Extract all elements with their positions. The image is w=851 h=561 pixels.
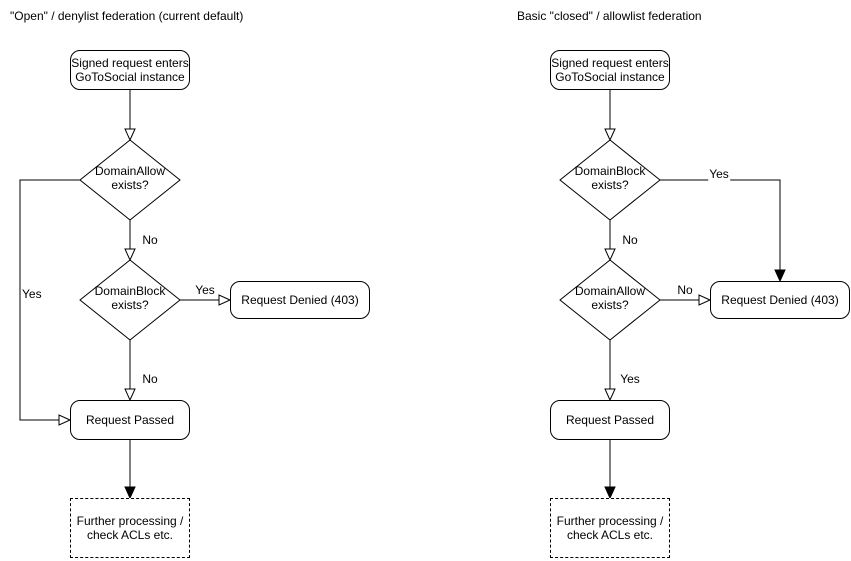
arrowhead-open-icon xyxy=(698,294,712,306)
arrowhead-open-icon xyxy=(124,388,136,402)
right-passed-node: Request Passed xyxy=(550,400,670,440)
right-start-node-line2: GoToSocial instance xyxy=(555,70,665,84)
arrowhead-open-icon xyxy=(604,388,616,402)
left-chart-title: "Open" / denylist federation (current de… xyxy=(10,9,244,23)
arrowhead-filled-icon xyxy=(124,486,136,500)
right-further-node-line2: check ACLs etc. xyxy=(566,528,654,542)
right-passed-node-label: Request Passed xyxy=(565,413,655,427)
arrowhead-open-icon xyxy=(604,128,616,142)
left-passed-node: Request Passed xyxy=(70,400,190,440)
right-decision1-diamond xyxy=(559,139,661,221)
right-start-node: Signed request enters GoToSocial instanc… xyxy=(550,50,670,90)
right-edge-label-decision1-yes: Yes xyxy=(708,167,730,181)
left-decision2-diamond xyxy=(79,259,181,341)
right-further-node: Further processing / check ACLs etc. xyxy=(550,498,670,558)
right-denied-node-label: Request Denied (403) xyxy=(721,293,839,307)
right-edge-decision2-no-to-denied xyxy=(660,294,712,306)
left-edge-label-decision1-yes: Yes xyxy=(21,287,43,301)
right-further-node-line1: Further processing / xyxy=(556,514,664,528)
left-further-node-line2: check ACLs etc. xyxy=(86,528,174,542)
left-denied-node-label: Request Denied (403) xyxy=(241,293,359,307)
right-edge-label-decision2-no: No xyxy=(676,283,694,297)
right-edge-label-decision2-yes: Yes xyxy=(619,372,641,386)
left-edge-passed-to-further xyxy=(124,440,136,500)
left-further-node-line1: Further processing / xyxy=(76,514,184,528)
left-edge-decision1-to-decision2 xyxy=(124,220,136,262)
left-edge-start-to-decision1 xyxy=(124,90,136,142)
left-start-node: Signed request enters GoToSocial instanc… xyxy=(70,50,190,90)
left-start-node-line2: GoToSocial instance xyxy=(75,70,185,84)
left-passed-node-label: Request Passed xyxy=(85,413,175,427)
arrowhead-open-icon xyxy=(604,248,616,262)
right-edge-start-to-decision1 xyxy=(604,90,616,142)
right-edge-decision1-yes-to-denied xyxy=(660,179,786,283)
left-edge-label-decision1-no: No xyxy=(141,233,159,247)
left-denied-node: Request Denied (403) xyxy=(230,281,370,319)
left-start-node-line1: Signed request enters xyxy=(71,56,189,70)
right-denied-node: Request Denied (403) xyxy=(710,281,850,319)
right-decision2-diamond xyxy=(559,259,661,341)
right-chart-title: Basic "closed" / allowlist federation xyxy=(517,9,702,23)
right-start-node-line1: Signed request enters xyxy=(551,56,669,70)
left-decision1-diamond xyxy=(79,139,181,221)
arrowhead-filled-icon xyxy=(774,269,786,283)
left-edge-label-decision2-no: No xyxy=(141,372,159,386)
left-edge-decision2-no-to-passed xyxy=(124,340,136,402)
left-edge-decision2-yes-to-denied xyxy=(180,294,232,306)
left-further-node: Further processing / check ACLs etc. xyxy=(70,498,190,558)
arrowhead-open-icon xyxy=(124,128,136,142)
left-edge-label-decision2-yes: Yes xyxy=(194,283,216,297)
right-edge-passed-to-further xyxy=(604,440,616,500)
arrowhead-open-icon xyxy=(124,248,136,262)
left-edge-decision1-yes-to-passed xyxy=(19,179,80,426)
right-edge-decision2-yes-to-passed xyxy=(604,340,616,402)
arrowhead-filled-icon xyxy=(604,486,616,500)
arrowhead-open-icon xyxy=(58,414,72,426)
right-edge-decision1-to-decision2 xyxy=(604,220,616,262)
arrowhead-open-icon xyxy=(218,294,232,306)
right-edge-label-decision1-no: No xyxy=(621,233,639,247)
